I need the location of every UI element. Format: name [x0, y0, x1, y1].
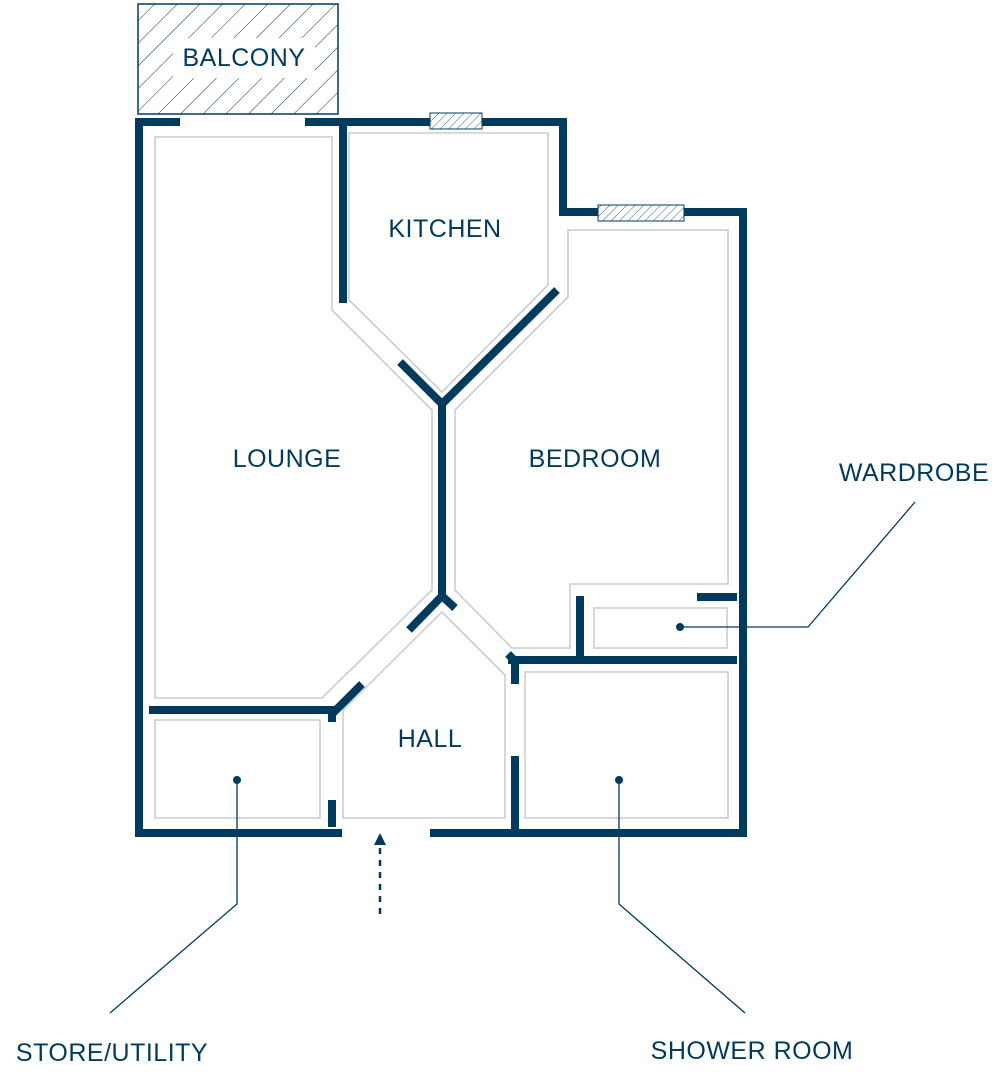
lounge-inner-outline [154, 136, 433, 699]
interior-walls [149, 126, 737, 833]
store-utility-label: STORE/UTILITY [16, 1039, 208, 1067]
kitchen-label: KITCHEN [388, 215, 501, 243]
wardrobe-label: WARDROBE [839, 459, 989, 487]
kitchen-window [429, 112, 483, 130]
wardrobe-inner-outline [593, 607, 728, 649]
hall-inner-outline [342, 610, 506, 819]
lounge-label: LOUNGE [233, 445, 342, 473]
kitchen-inner-outline [348, 132, 549, 394]
bedroom-window [597, 204, 685, 222]
bedroom-label: BEDROOM [529, 445, 662, 473]
wardrobe-leader-line [680, 501, 916, 628]
shower-room-leader-line [618, 780, 746, 1014]
hall-label: HALL [398, 725, 463, 753]
balcony: BALCONY [137, 3, 339, 115]
shower-room-inner-outline [524, 671, 729, 819]
store-utility-callout: STORE/UTILITY [16, 776, 241, 1067]
shower-room-callout: SHOWER ROOM [615, 776, 853, 1065]
exterior-walls [135, 118, 747, 837]
bedroom-inner-outline [454, 229, 729, 649]
store-utility-leader-line [109, 780, 238, 1014]
wardrobe-callout: WARDROBE [676, 459, 989, 631]
shower-room-label: SHOWER ROOM [651, 1037, 854, 1065]
windows [429, 112, 685, 222]
balcony-label: BALCONY [183, 44, 306, 72]
entrance-arrow [374, 833, 386, 914]
